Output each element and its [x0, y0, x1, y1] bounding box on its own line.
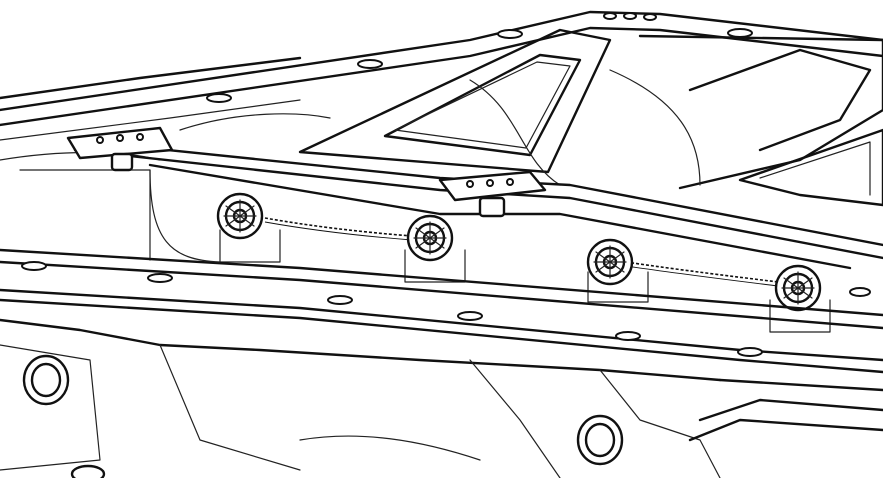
bottom-structure — [0, 318, 883, 478]
cable-run-2 — [625, 261, 779, 287]
window-frame-right — [638, 34, 883, 207]
lower-bolt-holes — [21, 261, 871, 357]
cable-node-1 — [216, 192, 281, 263]
boss-left — [22, 354, 70, 406]
cross-rail — [68, 138, 883, 270]
cable-node-4 — [769, 264, 831, 333]
cable-run-1 — [264, 217, 413, 241]
bracket-center — [438, 170, 547, 218]
top-bolt-holes — [206, 12, 753, 103]
cable-node-3 — [586, 238, 649, 303]
inner-contours — [0, 69, 701, 261]
boss-right — [576, 414, 624, 466]
boss-bottom-left — [70, 464, 106, 478]
cable-node-2 — [404, 214, 466, 283]
window-frame-left — [298, 28, 612, 174]
bracket-left — [66, 126, 174, 172]
lower-wall — [0, 169, 883, 374]
